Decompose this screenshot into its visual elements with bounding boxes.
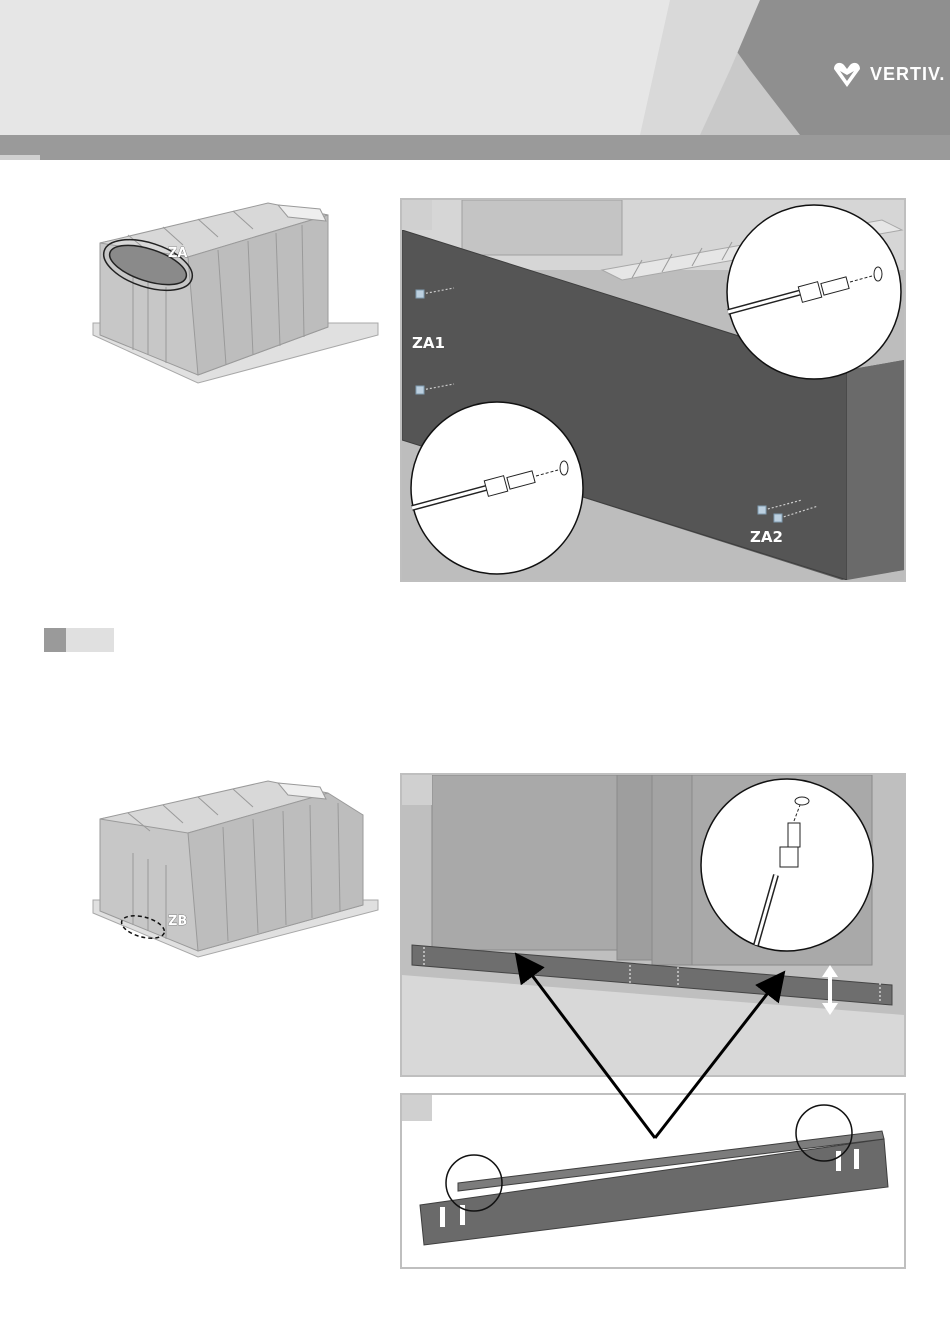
detail-panel-za: ZA1 ZA2 — [400, 198, 906, 582]
detail-label-za1: ZA1 — [412, 334, 445, 352]
detail-label-za2: ZA2 — [750, 528, 783, 546]
header-graphic — [0, 0, 950, 160]
arrow-left — [522, 962, 655, 1138]
overview-cabinet-zb: ZB — [88, 775, 380, 960]
vertiv-mark-icon — [832, 59, 862, 89]
overview-label-zb: ZB — [168, 914, 187, 929]
section-marker — [44, 628, 114, 652]
cabinet-illustration: ZA — [88, 195, 380, 385]
overview-label-za: ZA — [168, 246, 188, 261]
brand-name: VERTIV. — [870, 64, 945, 85]
pointer-arrows — [400, 940, 906, 1150]
section-marker-light — [66, 628, 114, 652]
page-header: VERTIV. — [0, 0, 950, 160]
section-marker-dark — [44, 628, 66, 652]
cabinet-illustration-2: ZB — [88, 775, 380, 960]
vertiv-logo: VERTIV. — [832, 58, 945, 90]
arrow-right — [655, 980, 778, 1138]
detail-za-illustration: ZA1 ZA2 — [402, 200, 904, 580]
overview-cabinet-za: ZA — [88, 195, 380, 385]
